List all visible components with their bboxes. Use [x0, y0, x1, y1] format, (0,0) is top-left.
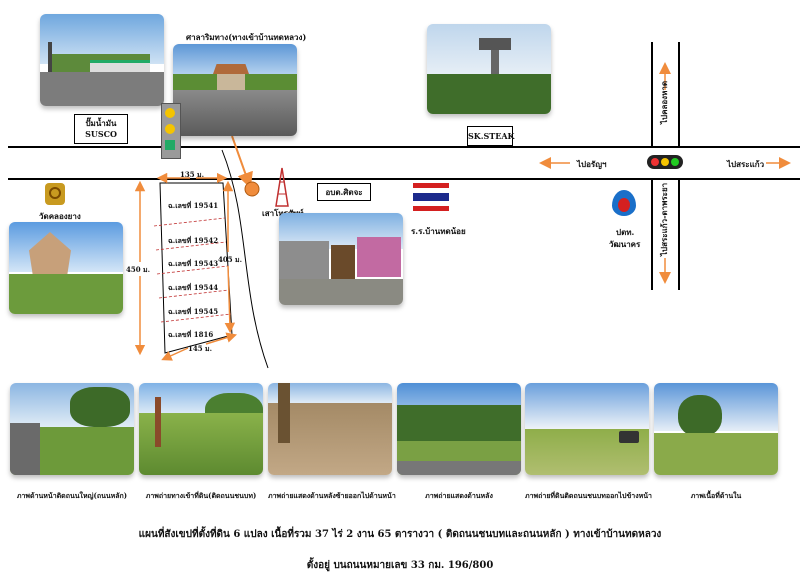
dimension-bottom: 145 ม.	[188, 344, 213, 353]
gas-brand-label: SUSCO	[85, 129, 117, 139]
caption-6: ภาพเนื้อที่ด้านใน	[690, 491, 742, 500]
cross-road-right-line-lower	[678, 180, 680, 290]
dimension-left: 450 ม.	[126, 265, 151, 274]
village-photo	[279, 213, 403, 305]
site-photo-5	[525, 383, 649, 475]
main-road-bottom-line	[8, 178, 800, 180]
gas-station-photo	[40, 14, 164, 106]
temple-label: วัดคลองยาง	[39, 211, 81, 221]
steak-shop-photo	[427, 24, 551, 114]
cross-road-right-line-upper	[678, 42, 680, 146]
tambon-office-label-box: อบต.ศิตจะ	[317, 183, 371, 201]
dimension-right: 405 ม.	[218, 255, 243, 264]
cross-road-left-line-upper	[651, 42, 653, 146]
plot-label-3: ฉ.เลขที่ 19543	[168, 259, 219, 268]
gas-station-label: ปั๊มน้ำมัน	[85, 118, 117, 128]
bus-stop-photo	[173, 44, 297, 136]
site-photo-2	[139, 383, 263, 475]
traffic-light-icon	[647, 155, 683, 169]
caption-5: ภาพถ่ายที่ดินติดถนนชนบทออกไปข้างหน้า	[525, 491, 652, 500]
temple-photo	[9, 222, 123, 314]
site-photo-6	[654, 383, 778, 475]
thai-flag-icon	[413, 183, 449, 211]
ptt-logo-icon	[612, 186, 636, 218]
plot-label-6: ฉ.เลขที่ 1816	[168, 330, 214, 339]
gas-pump-sign-icon	[161, 103, 181, 159]
site-photo-1	[10, 383, 134, 475]
caption-3: ภาพถ่ายแสดงด้านหลังซ้ายออกไปด้านหน้า	[268, 491, 396, 500]
dimension-top: 135 ม.	[180, 170, 205, 179]
site-photo-4	[397, 383, 521, 475]
caption-1: ภาพด้านหน้าติดถนนใหญ่(ถนนหลัก)	[16, 491, 128, 500]
main-road-top-line	[8, 146, 800, 148]
steak-label-box: SK.STEAK	[467, 126, 515, 146]
plot-label-4: ฉ.เลขที่ 19544	[168, 283, 219, 292]
caption-4: ภาพถ่ายแสดงด้านหลัง	[425, 491, 493, 500]
bus-stop-label: ศาลาริมทาง(ทางเข้าบ้านทดหลวง)	[186, 32, 307, 42]
caption-2: ภาพถ่ายทางเข้าที่ดิน(ติดถนนชนบท)	[145, 491, 257, 500]
footer-line-1: แผนที่สังเขปที่ตั้งที่ดิน 6 แปลง เนื้อที…	[138, 529, 662, 540]
direction-left-label: ไปอรัญฯ	[577, 159, 607, 169]
temple-icon	[45, 183, 65, 205]
ptt-label-1: ปตท.	[616, 227, 635, 237]
school-label: ร.ร.บ้านทดน้อย	[411, 226, 466, 236]
footer-line-2: ตั้งอยู่ บนถนนหมายเลข 33 กม. 196/800	[306, 560, 494, 571]
site-photo-3	[268, 383, 392, 475]
direction-right-label: ไปสระแก้ว	[727, 159, 765, 169]
cross-road-left-line-lower	[651, 180, 653, 290]
ptt-label-2: วัฒนาคร	[609, 239, 641, 249]
plot-label-1: ฉ.เลขที่ 19541	[168, 201, 219, 210]
plot-label-2: ฉ.เลขที่ 19542	[168, 236, 219, 245]
gas-station-label-box: ปั๊มน้ำมัน SUSCO	[74, 114, 128, 144]
plot-label-5: ฉ.เลขที่ 19545	[168, 307, 219, 316]
